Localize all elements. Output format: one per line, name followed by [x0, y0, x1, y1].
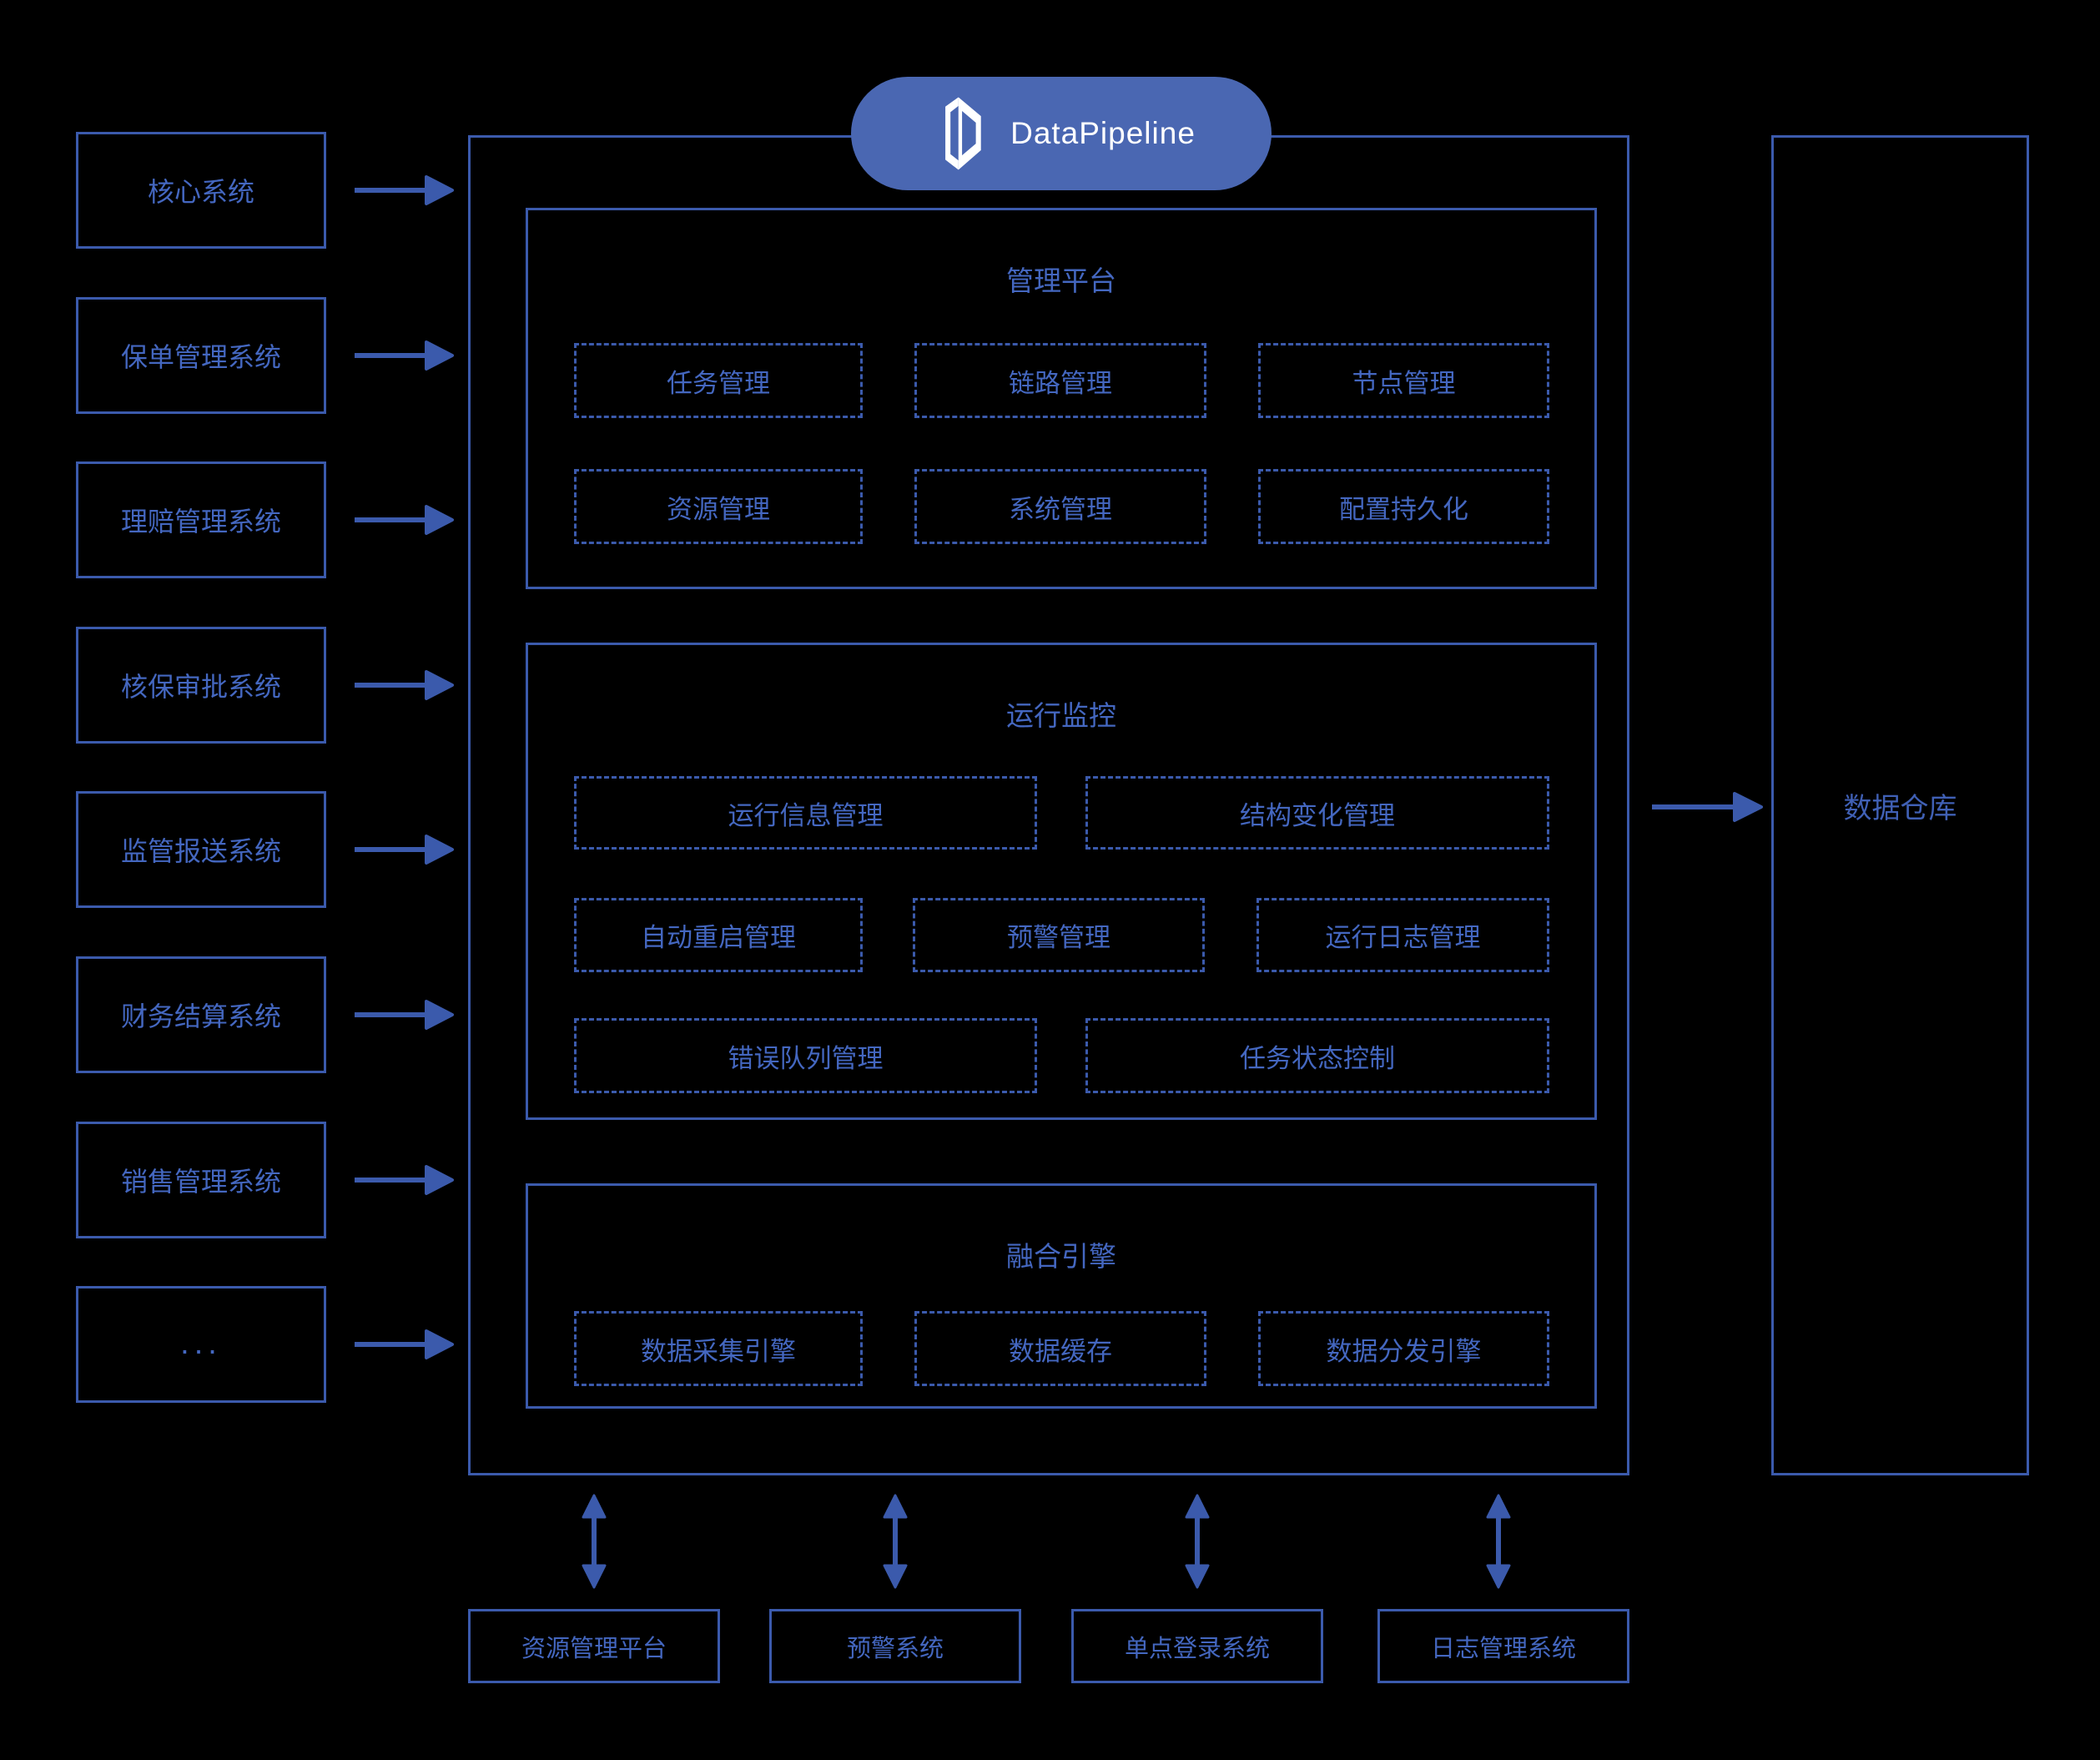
datapipeline-logo-icon: [945, 97, 981, 170]
source-system-box: 销售管理系统: [76, 1122, 326, 1238]
module-label: 配置持久化: [1339, 494, 1468, 524]
warehouse-flow-arrow-icon: [1652, 792, 1763, 822]
module-label: 节点管理: [1352, 368, 1456, 398]
module-label: 任务状态控制: [1240, 1043, 1395, 1073]
flow-arrow-icon: [355, 670, 454, 700]
section-title: 融合引擎: [1006, 1241, 1116, 1272]
bidirectional-arrow-icon: [1486, 1494, 1511, 1589]
brand-pill: DataPipeline: [851, 77, 1272, 190]
support-system-label: 资源管理平台: [521, 1635, 667, 1662]
bidirectional-arrow-icon: [1185, 1494, 1210, 1589]
source-system-box: 理赔管理系统: [76, 461, 326, 578]
flow-arrow-icon: [355, 1165, 454, 1195]
module-label: 自动重启管理: [641, 923, 796, 952]
source-system-label: 核保审批系统: [120, 672, 281, 702]
module-label: 资源管理: [667, 494, 770, 524]
source-system-box: 财务结算系统: [76, 956, 326, 1073]
flow-arrow-icon: [355, 505, 454, 535]
module-label: 数据采集引擎: [641, 1336, 796, 1366]
module-box: 自动重启管理: [574, 898, 863, 972]
support-system-box: 资源管理平台: [468, 1609, 720, 1683]
source-system-box: ...: [76, 1286, 326, 1403]
module-label: 错误队列管理: [728, 1043, 884, 1073]
module-box: 数据分发引擎: [1258, 1311, 1549, 1386]
flow-arrow-icon: [355, 340, 454, 371]
module-box: 结构变化管理: [1085, 776, 1549, 850]
support-system-box: 日志管理系统: [1377, 1609, 1629, 1683]
module-label: 系统管理: [1009, 494, 1112, 524]
section-title: 管理平台: [1006, 265, 1116, 296]
section-fusion-engine: 融合引擎 数据采集引擎 数据缓存 数据分发引擎: [526, 1183, 1597, 1409]
source-system-label: 理赔管理系统: [120, 507, 281, 537]
module-box: 链路管理: [914, 343, 1206, 418]
module-box: 运行信息管理: [574, 776, 1037, 850]
brand-name: DataPipeline: [1010, 116, 1196, 150]
support-system-box: 预警系统: [769, 1609, 1021, 1683]
module-label: 运行日志管理: [1325, 923, 1481, 952]
source-system-label: 核心系统: [147, 177, 254, 207]
section-runtime-monitoring: 运行监控 运行信息管理 结构变化管理 自动重启管理 预警管理 运行日志管理 错误…: [526, 643, 1597, 1120]
module-label: 结构变化管理: [1240, 800, 1395, 830]
flow-arrow-icon: [355, 1000, 454, 1030]
bidirectional-arrow-icon: [582, 1494, 607, 1589]
module-box: 资源管理: [574, 469, 863, 544]
flow-arrow-icon: [355, 175, 454, 205]
source-system-label: 保单管理系统: [120, 342, 281, 372]
module-label: 任务管理: [667, 368, 770, 398]
source-system-box: 监管报送系统: [76, 791, 326, 908]
module-box: 错误队列管理: [574, 1018, 1037, 1093]
source-system-box: 保单管理系统: [76, 297, 326, 414]
module-box: 运行日志管理: [1256, 898, 1549, 972]
source-system-label: 监管报送系统: [120, 836, 281, 866]
module-box: 系统管理: [914, 469, 1206, 544]
bidirectional-arrow-icon: [883, 1494, 908, 1589]
module-box: 节点管理: [1258, 343, 1549, 418]
module-label: 预警管理: [1007, 923, 1110, 952]
module-box: 任务管理: [574, 343, 863, 418]
flow-arrow-icon: [355, 835, 454, 865]
module-label: 运行信息管理: [728, 800, 884, 830]
module-label: 链路管理: [1009, 368, 1112, 398]
support-system-label: 预警系统: [846, 1635, 944, 1662]
data-warehouse-box: 数据仓库: [1771, 135, 2029, 1475]
data-warehouse-label: 数据仓库: [1843, 792, 1957, 825]
support-system-label: 单点登录系统: [1124, 1635, 1270, 1662]
module-box: 数据采集引擎: [574, 1311, 863, 1386]
source-system-label: 财务结算系统: [120, 1001, 281, 1031]
module-box: 数据缓存: [914, 1311, 1206, 1386]
support-system-label: 日志管理系统: [1430, 1635, 1576, 1662]
source-system-box: 核保审批系统: [76, 627, 326, 744]
module-box: 预警管理: [913, 898, 1205, 972]
module-label: 数据缓存: [1009, 1336, 1112, 1366]
module-box: 任务状态控制: [1085, 1018, 1549, 1093]
source-system-label: 销售管理系统: [120, 1167, 281, 1197]
support-system-box: 单点登录系统: [1071, 1609, 1323, 1683]
more-systems-label: ...: [180, 1326, 222, 1362]
platform-container: 管理平台 任务管理 链路管理 节点管理 资源管理 系统管理 配置持久化 运行监控…: [468, 135, 1629, 1475]
section-title: 运行监控: [1006, 700, 1116, 731]
flow-arrow-icon: [355, 1329, 454, 1359]
source-system-box: 核心系统: [76, 132, 326, 249]
module-box: 配置持久化: [1258, 469, 1549, 544]
module-label: 数据分发引擎: [1326, 1336, 1482, 1366]
section-management-platform: 管理平台 任务管理 链路管理 节点管理 资源管理 系统管理 配置持久化: [526, 208, 1597, 589]
